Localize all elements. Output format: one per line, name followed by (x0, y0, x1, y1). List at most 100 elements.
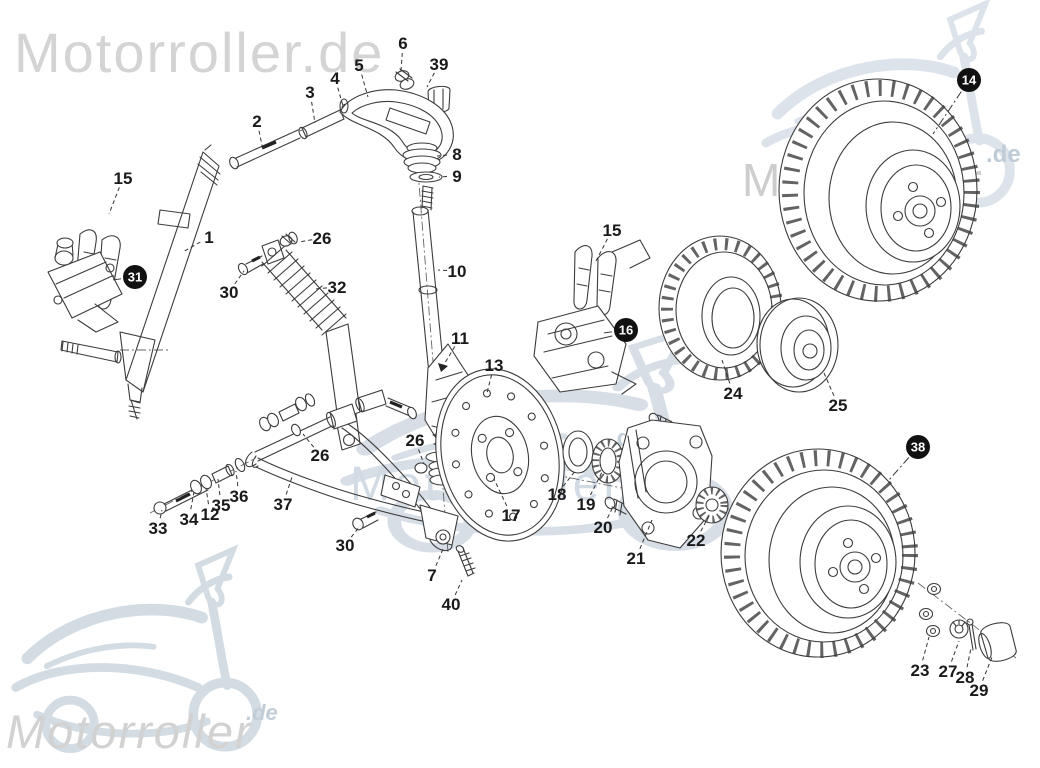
svg-text:26: 26 (313, 229, 332, 248)
part-label-28: 28 (956, 647, 975, 687)
part-label-2: 2 (252, 112, 264, 151)
part-label-13: 13 (485, 356, 503, 394)
part-label-34: 34 (180, 491, 199, 529)
bolt-30-lower (352, 511, 379, 531)
part-label-5: 5 (354, 56, 369, 98)
watermark-de-top-right: .de (986, 141, 1021, 168)
part-label-11: 11 (442, 329, 469, 367)
screw-40 (455, 545, 476, 577)
part-label-9: 9 (438, 167, 462, 186)
svg-text:5: 5 (354, 56, 363, 75)
part-label-10: 10 (437, 262, 467, 281)
part-label-40: 40 (442, 579, 463, 614)
shock-fasteners (237, 231, 298, 276)
part-label-7: 7 (427, 548, 444, 585)
svg-text:23: 23 (911, 661, 930, 680)
tire-14 (778, 78, 980, 302)
pivot-bolt-row (153, 457, 246, 515)
part-label-4: 4 (330, 69, 344, 107)
svg-text:6: 6 (398, 34, 407, 53)
brake-pads-right (573, 239, 651, 316)
svg-text:30: 30 (220, 283, 239, 302)
ball-joint-boot (402, 142, 443, 211)
part-label-35: 35 (212, 478, 231, 515)
svg-text:11: 11 (451, 329, 469, 348)
svg-text:29: 29 (970, 681, 989, 700)
svg-text:4: 4 (330, 69, 340, 88)
svg-text:24: 24 (724, 384, 743, 403)
part-label-16: 16 (602, 318, 638, 342)
tire-38 (720, 448, 918, 658)
part-label-23: 23 (911, 636, 930, 680)
part-label-21: 21 (627, 519, 653, 568)
svg-text:33: 33 (149, 519, 168, 538)
svg-text:10: 10 (448, 262, 467, 281)
svg-text:37: 37 (274, 495, 293, 514)
tie-rod (60, 340, 122, 364)
part-label-12: 12 (201, 487, 220, 524)
svg-text:32: 32 (328, 278, 347, 297)
watermark-text-bottom-left: Motorroller (6, 705, 253, 758)
part-label-25: 25 (823, 372, 848, 415)
svg-text:40: 40 (442, 595, 461, 614)
part-label-22: 22 (687, 515, 710, 550)
part-label-14: 14 (932, 68, 981, 135)
part-label-19: 19 (577, 469, 604, 514)
part-label-20: 20 (594, 508, 612, 537)
svg-text:35: 35 (212, 496, 231, 515)
part-label-30: 30 (336, 525, 361, 555)
part-label-24: 24 (721, 359, 743, 403)
svg-text:8: 8 (452, 145, 461, 164)
brake-disc (435, 368, 565, 542)
svg-text:22: 22 (687, 531, 706, 550)
svg-text:17: 17 (502, 506, 521, 525)
part-label-17: 17 (493, 478, 521, 525)
upper-pivot-bolt (355, 389, 417, 420)
brake-caliper-left (47, 237, 123, 333)
svg-text:27: 27 (939, 662, 958, 681)
axle-hardware (918, 582, 1017, 662)
svg-text:1: 1 (204, 228, 213, 247)
rim-25 (756, 297, 839, 393)
part-label-26: 26 (406, 431, 425, 465)
part-label-39: 39 (426, 55, 449, 88)
part-label-32: 32 (313, 278, 347, 297)
steering-stem (119, 144, 221, 420)
svg-text:9: 9 (452, 167, 461, 186)
part-label-15: 15 (108, 169, 133, 215)
svg-text:26: 26 (311, 446, 330, 465)
part-label-26: 26 (302, 433, 330, 465)
svg-text:14: 14 (962, 73, 977, 88)
line-art (47, 68, 1017, 662)
svg-text:3: 3 (305, 83, 314, 102)
svg-text:28: 28 (956, 668, 975, 687)
seal-and-bearing (562, 412, 673, 516)
part-label-33: 33 (149, 509, 168, 538)
svg-text:25: 25 (829, 396, 848, 415)
svg-text:38: 38 (911, 440, 925, 455)
svg-text:26: 26 (406, 431, 425, 450)
part-label-3: 3 (305, 83, 316, 124)
pin-11 (438, 363, 448, 372)
svg-text:31: 31 (128, 270, 142, 285)
part-label-27: 27 (939, 640, 960, 681)
svg-text:15: 15 (114, 169, 133, 188)
watermark-de-bottom-left: .de (246, 700, 278, 725)
part-label-38: 38 (888, 435, 930, 481)
svg-text:7: 7 (427, 566, 436, 585)
part-label-15: 15 (595, 221, 622, 262)
part-label-8: 8 (436, 145, 462, 164)
part-label-18: 18 (548, 469, 577, 504)
svg-text:30: 30 (336, 536, 355, 555)
svg-text:15: 15 (603, 221, 622, 240)
part-label-29: 29 (970, 656, 993, 700)
svg-text:39: 39 (430, 55, 449, 74)
part-label-37: 37 (274, 476, 293, 514)
part-label-31: 31 (111, 265, 147, 289)
svg-text:12: 12 (201, 505, 220, 524)
part-label-36: 36 (230, 470, 248, 506)
svg-text:18: 18 (548, 485, 567, 504)
part-label-26: 26 (298, 229, 332, 248)
